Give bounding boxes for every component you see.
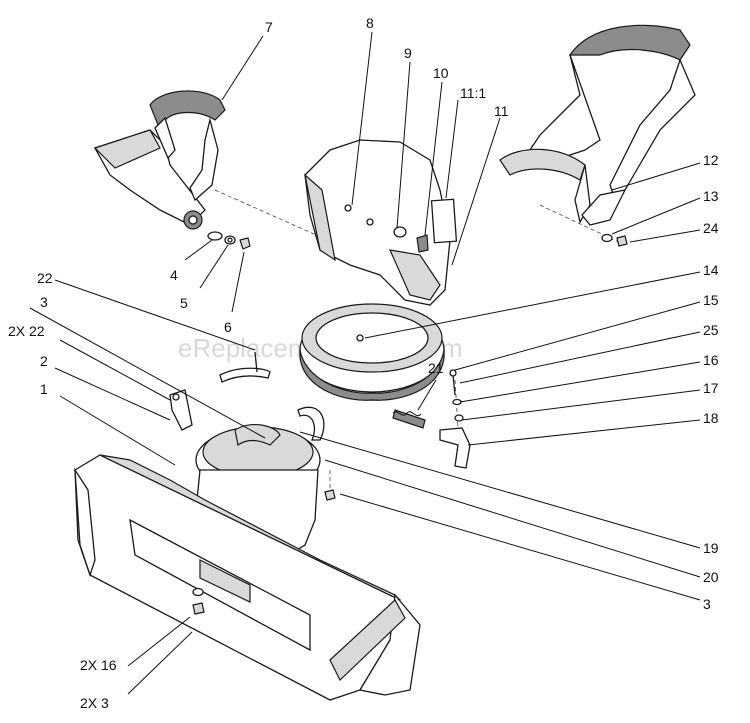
leader-lines: [29, 31, 701, 695]
part-22-clip: [219, 351, 325, 441]
callout-8: 8: [366, 15, 374, 31]
callout-10: 10: [433, 65, 449, 81]
callout-13: 13: [703, 188, 719, 204]
callout-2x-16: 2X 16: [80, 657, 117, 673]
callout-14: 14: [703, 262, 719, 278]
part-7-chute-deflector: [93, 90, 226, 230]
parts-13-24-hardware: [601, 233, 628, 247]
part-14-gear-ring: [299, 303, 445, 401]
callout-25: 25: [703, 322, 719, 338]
callout-2x-3: 2X 3: [80, 695, 109, 711]
callout-9: 9: [404, 45, 412, 61]
callout-20: 20: [703, 569, 719, 585]
part-1-housing: [74, 423, 421, 701]
callout-2: 2: [40, 353, 48, 369]
callout-22: 22: [37, 270, 53, 286]
callout-19: 19: [703, 540, 719, 556]
callout-2x-22: 2X 22: [8, 323, 45, 339]
callout-15: 15: [703, 292, 719, 308]
callout-7: 7: [265, 19, 273, 35]
callout-6: 6: [224, 319, 232, 335]
part-2-bracket: [169, 389, 193, 431]
callout-5: 5: [180, 295, 188, 311]
callout-11: 11: [494, 103, 509, 119]
part-8-chute-body: [304, 139, 458, 306]
callout-21: 21: [428, 360, 444, 376]
callout-4: 4: [170, 267, 178, 283]
callout-24: 24: [703, 220, 719, 236]
callout-3-right: 3: [703, 596, 711, 612]
part-12-hood-handle: [499, 24, 696, 226]
housing-hardware: [192, 489, 336, 615]
callout-17: 17: [703, 380, 719, 396]
callout-18: 18: [703, 410, 719, 426]
callout-12: 12: [703, 152, 719, 168]
callout-11-1: 11:1: [460, 85, 486, 101]
callout-labels: 7 8 9 10 11:1 11 12 13 24 14 15 25 16 17…: [8, 15, 719, 711]
callout-1: 1: [40, 381, 48, 397]
parts-4-5-6-hardware: [207, 231, 251, 250]
callout-3-top: 3: [40, 294, 48, 310]
callout-16: 16: [703, 352, 719, 368]
